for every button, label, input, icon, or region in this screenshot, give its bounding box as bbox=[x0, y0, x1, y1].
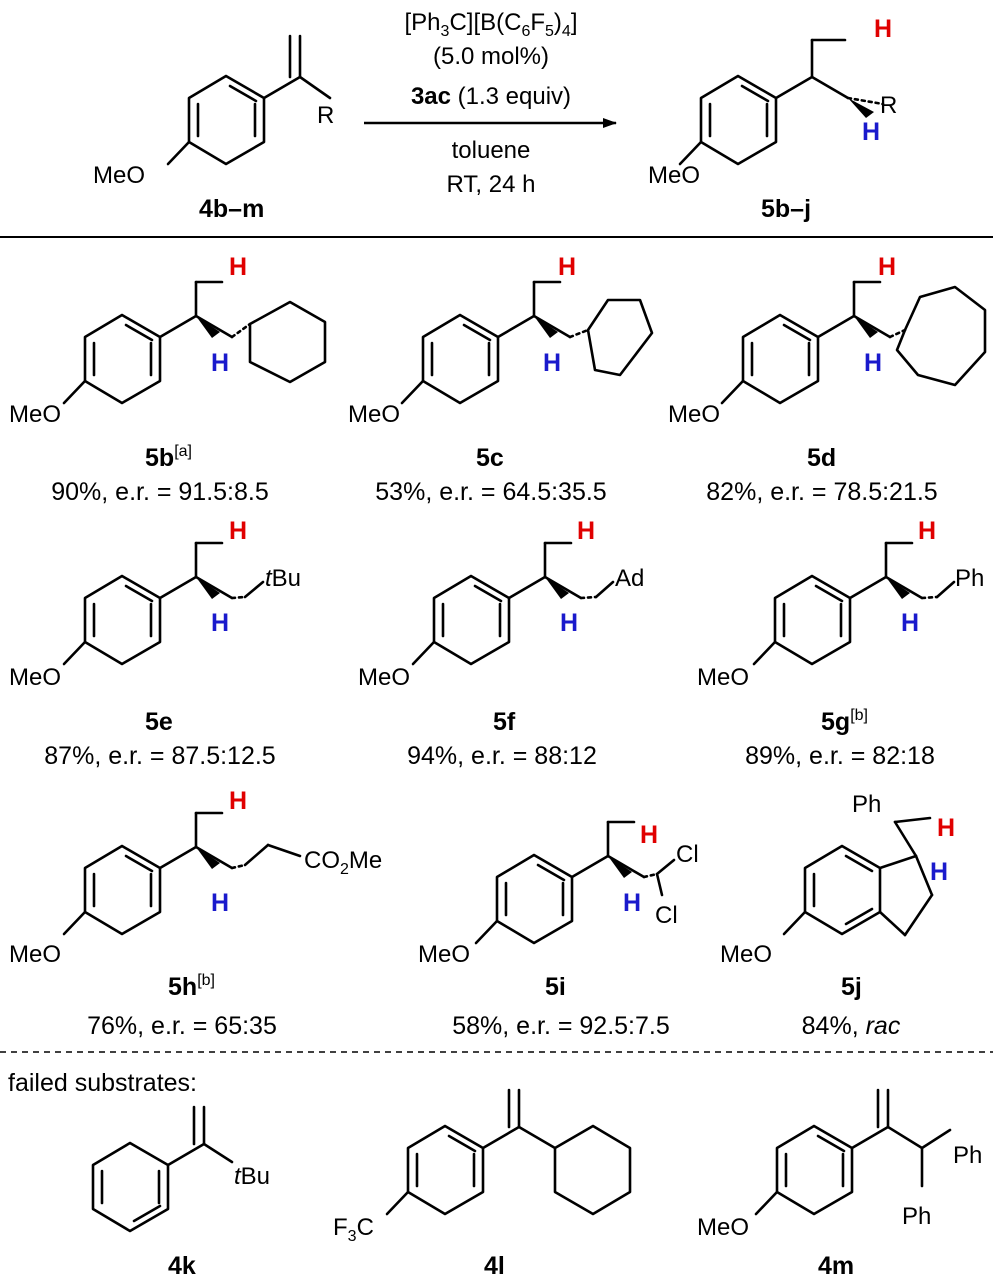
meo-label: MeO bbox=[9, 401, 61, 428]
result-5b: 90%, e.r. = 91.5:8.5 bbox=[51, 478, 269, 506]
h-blue: H bbox=[211, 889, 229, 917]
label-4m: 4m bbox=[818, 1252, 854, 1278]
label-5g: 5g[b] bbox=[821, 707, 868, 736]
ester-label: CO2Me bbox=[304, 847, 382, 878]
h-red: H bbox=[229, 787, 247, 815]
cl-label-2: Cl bbox=[655, 902, 678, 929]
h-blue: H bbox=[623, 889, 641, 917]
h-blue: H bbox=[543, 349, 561, 377]
compound-5b: H H MeO 5b[a] 90%, e.r. = 91.5:8.5 bbox=[9, 253, 327, 506]
ph-label-1: Ph bbox=[953, 1142, 982, 1169]
meo-label: MeO bbox=[9, 941, 61, 968]
result-5c: 53%, e.r. = 64.5:35.5 bbox=[375, 478, 606, 506]
h-red: H bbox=[640, 821, 658, 849]
label-5h: 5h[b] bbox=[168, 972, 215, 1001]
label-4l: 4l bbox=[484, 1252, 505, 1278]
h-blue: H bbox=[211, 349, 229, 377]
meo-label: MeO bbox=[697, 664, 749, 691]
meo-label: MeO bbox=[668, 401, 720, 428]
compound-5c: H H MeO 5c 53%, e.r. = 64.5:35.5 bbox=[348, 253, 654, 506]
compound-5f: H H Ad MeO 5f 94%, e.r. = 88:12 bbox=[358, 517, 644, 770]
result-5j: 84%, rac bbox=[802, 1012, 901, 1040]
meo-label: MeO bbox=[348, 401, 400, 428]
product-meo: MeO bbox=[648, 162, 700, 189]
h-red: H bbox=[937, 814, 955, 842]
h-blue: H bbox=[560, 609, 578, 637]
compound-5g: H H Ph MeO 5g[b] 89%, e.r. = 82:18 bbox=[697, 517, 984, 770]
label-4k: 4k bbox=[168, 1252, 196, 1278]
h-red: H bbox=[229, 253, 247, 281]
label-5b: 5b[a] bbox=[145, 443, 192, 472]
compound-4k: tBu 4k bbox=[91, 1105, 270, 1280]
meo-label: MeO bbox=[720, 941, 772, 968]
product-h-blue: H bbox=[862, 118, 880, 146]
result-5g: 89%, e.r. = 82:18 bbox=[745, 742, 935, 770]
conditions-text: RT, 24 h bbox=[447, 171, 536, 198]
reaction-arrow-conditions: [Ph3C][B(C6F5)4] (5.0 mol%) 3ac (1.3 equ… bbox=[364, 9, 617, 198]
tbu-label: tBu bbox=[265, 565, 301, 592]
catalyst-loading: (5.0 mol%) bbox=[433, 43, 549, 70]
solvent-text: toluene bbox=[452, 137, 531, 164]
ph-label: Ph bbox=[852, 791, 881, 818]
compound-4l: F3C 4l bbox=[333, 1088, 632, 1280]
compound-5i: H H Cl Cl MeO 5i 58%, e.r. = 92.5:7.5 bbox=[418, 820, 699, 1040]
h-red: H bbox=[558, 253, 576, 281]
meo-label: MeO bbox=[9, 664, 61, 691]
compound-5d: H H MeO 5d 82%, e.r. = 78.5:21.5 bbox=[668, 253, 987, 506]
label-5i: 5i bbox=[545, 973, 566, 1001]
h-red: H bbox=[229, 517, 247, 545]
result-5e: 87%, e.r. = 87.5:12.5 bbox=[44, 742, 275, 770]
ph-label-2: Ph bbox=[902, 1203, 931, 1230]
h-blue: H bbox=[864, 349, 882, 377]
compound-5j: Ph H H MeO 5j 84%, rac bbox=[720, 791, 955, 1040]
meo-label: MeO bbox=[93, 162, 145, 189]
label-5j: 5j bbox=[841, 973, 862, 1001]
h-red: H bbox=[577, 517, 595, 545]
tbu-label: tBu bbox=[234, 1163, 270, 1190]
label-5d: 5d bbox=[807, 444, 836, 472]
compound-5h: H H CO2Me MeO 5h[b] 76%, e.r. = 65:35 bbox=[9, 787, 382, 1040]
h-red: H bbox=[878, 253, 896, 281]
h-blue: H bbox=[211, 609, 229, 637]
label-5f: 5f bbox=[493, 708, 516, 736]
compound-4m: Ph Ph MeO 4m bbox=[697, 1088, 982, 1280]
substrate-label: 4b–m bbox=[199, 195, 264, 223]
result-5i: 58%, e.r. = 92.5:7.5 bbox=[452, 1012, 670, 1040]
r-group-label: R bbox=[317, 102, 334, 129]
failed-heading: failed substrates: bbox=[8, 1069, 197, 1097]
label-5c: 5c bbox=[476, 444, 504, 472]
result-5d: 82%, e.r. = 78.5:21.5 bbox=[706, 478, 937, 506]
catalyst-text: [Ph3C][B(C6F5)4] bbox=[405, 9, 578, 40]
meo-label: MeO bbox=[418, 941, 470, 968]
result-5h: 76%, e.r. = 65:35 bbox=[87, 1012, 277, 1040]
result-5f: 94%, e.r. = 88:12 bbox=[407, 742, 597, 770]
product-r-label: R bbox=[880, 92, 897, 119]
compound-5e: H H tBu MeO 5e 87%, e.r. = 87.5:12.5 bbox=[9, 517, 301, 770]
product-5b-j: H R H MeO 5b–j bbox=[648, 15, 897, 223]
reagent-text: 3ac (1.3 equiv) bbox=[411, 83, 571, 110]
substrate-4b-m: R MeO 4b–m bbox=[93, 34, 334, 223]
product-label: 5b–j bbox=[761, 195, 811, 223]
h-red: H bbox=[918, 517, 936, 545]
product-h-red: H bbox=[874, 15, 892, 43]
cf3-label: F3C bbox=[333, 1214, 374, 1245]
h-blue: H bbox=[930, 858, 948, 886]
ad-label: Ad bbox=[615, 565, 644, 592]
ph-label: Ph bbox=[955, 565, 984, 592]
meo-label: MeO bbox=[358, 664, 410, 691]
label-5e: 5e bbox=[145, 708, 173, 736]
h-blue: H bbox=[901, 609, 919, 637]
cl-label-1: Cl bbox=[676, 841, 699, 868]
meo-label: MeO bbox=[697, 1214, 749, 1241]
